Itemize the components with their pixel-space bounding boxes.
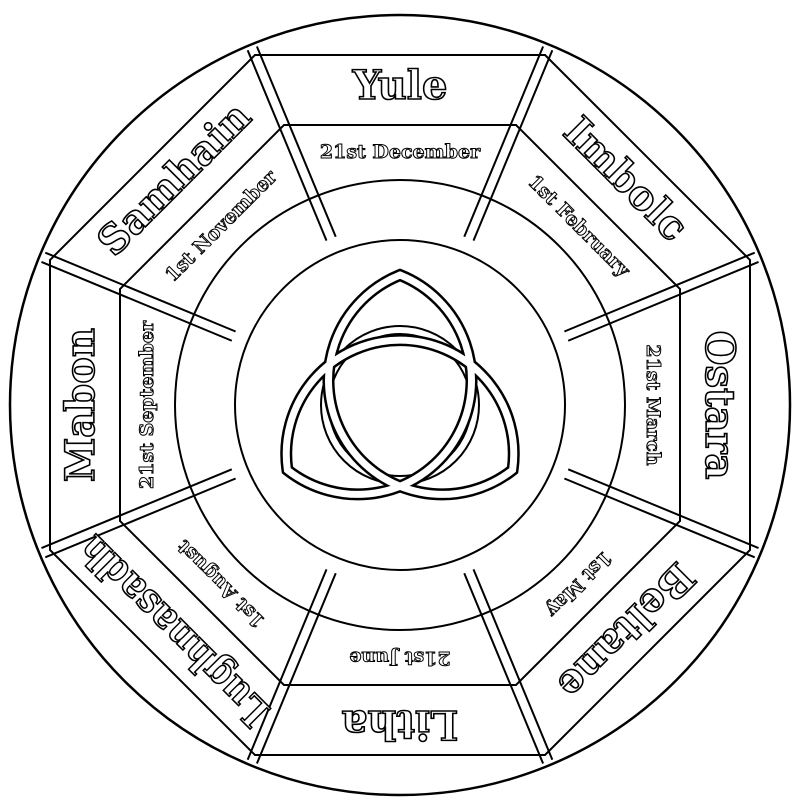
divider-line — [255, 46, 337, 238]
sabbat-name: Lughnasadh — [69, 526, 279, 736]
sabbat-name: Yule — [352, 62, 448, 109]
date-ring-inner-circle — [174, 179, 626, 631]
sabbat-mabon: Mabon 21st September — [56, 320, 158, 490]
sabbat-date: 21st December — [320, 141, 481, 163]
sabbat-date: 21st March — [642, 344, 664, 465]
divider-line — [44, 251, 236, 333]
outer-circle — [8, 13, 792, 797]
divider-line — [463, 572, 545, 764]
divider-line — [472, 569, 554, 761]
center-circle — [234, 239, 566, 571]
sabbat-yule: Yule 21st December — [319, 61, 481, 163]
outer-octagon — [49, 54, 751, 756]
divider-line — [564, 251, 756, 333]
divider-line — [41, 260, 233, 342]
divider-line — [41, 468, 233, 550]
sabbat-name: Ostara — [696, 331, 743, 480]
inner-octagon — [119, 124, 681, 686]
sabbat-date: 21st June — [349, 647, 450, 669]
sabbat-name: Samhain — [88, 93, 260, 265]
sabbat-ostara: Ostara 21st March — [642, 330, 744, 480]
sabbat-name: Mabon — [57, 328, 104, 482]
divider-line — [567, 260, 759, 342]
divider-line — [463, 46, 545, 238]
dividers — [41, 46, 759, 764]
triquetra-icon — [280, 268, 520, 501]
sabbat-litha: Litha 21st June — [341, 647, 459, 749]
triquetra-knot-inner — [282, 271, 518, 498]
sabbat-name: Litha — [342, 701, 459, 748]
divider-line — [567, 468, 759, 550]
divider-line — [564, 477, 756, 559]
divider-line — [246, 49, 328, 241]
sabbat-date: 21st September — [136, 320, 158, 489]
sabbat-date: 1st May — [541, 547, 616, 622]
divider-line — [472, 49, 554, 241]
triquetra-knot — [280, 268, 520, 501]
divider-line — [44, 477, 236, 559]
divider-line — [246, 569, 328, 761]
divider-line — [255, 572, 337, 764]
